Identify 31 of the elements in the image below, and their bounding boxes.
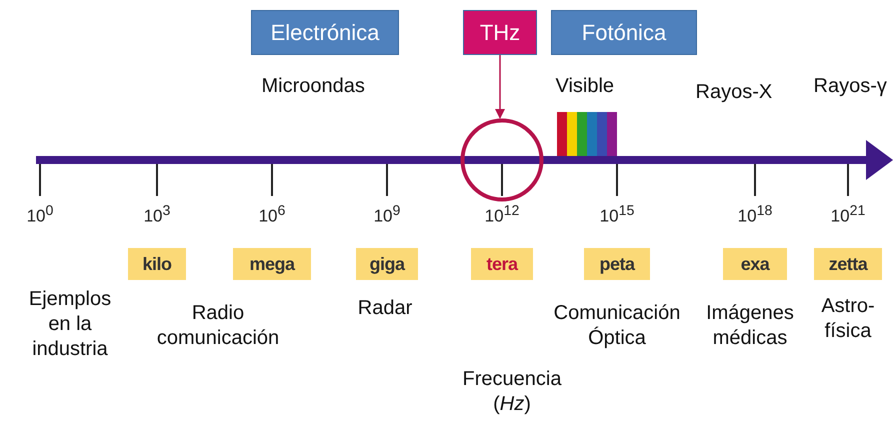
highlight-circle	[460, 118, 544, 202]
example-label: Imágenes médicas	[705, 301, 795, 351]
example-label: Ejemplos en la industria	[28, 287, 112, 362]
prefix-tag: zetta	[814, 248, 882, 280]
tick-label: 10$^{0}$	[26, 203, 54, 227]
example-label: Comunicación Óptica	[552, 301, 682, 351]
tick-label: 10$^{15}$	[598, 203, 636, 227]
band-box: Fotónica	[551, 10, 697, 55]
example-label: Astro- física	[820, 294, 876, 344]
band-box: Electrónica	[251, 10, 399, 55]
example-label: Radar	[356, 296, 414, 321]
tick-label: 10$^{9}$	[372, 203, 402, 227]
prefix-tag: peta	[584, 248, 650, 280]
band-label: Rayos-X	[696, 80, 772, 105]
tick-label: 10$^{6}$	[258, 203, 286, 227]
tick-label: 10$^{21}$	[830, 203, 866, 227]
band-label: Rayos-γ	[814, 74, 887, 99]
prefix-tag: mega	[233, 248, 311, 280]
prefix-tag: exa	[723, 248, 787, 280]
arrow	[495, 55, 505, 119]
axis-title: Frecuencia (Hz)	[462, 367, 562, 417]
band-label: Microondas	[262, 74, 365, 99]
band-box: THz	[463, 10, 537, 55]
prefix-tag: giga	[356, 248, 418, 280]
tick-label: 10$^{12}$	[484, 203, 520, 227]
example-label: Radio comunicación	[156, 301, 280, 351]
prefix-tag: tera	[471, 248, 533, 280]
band-label: Visible	[556, 74, 614, 99]
tick-label: 10$^{3}$	[142, 203, 172, 227]
tick-label: 10$^{18}$	[736, 203, 774, 227]
prefix-tag: kilo	[128, 248, 186, 280]
